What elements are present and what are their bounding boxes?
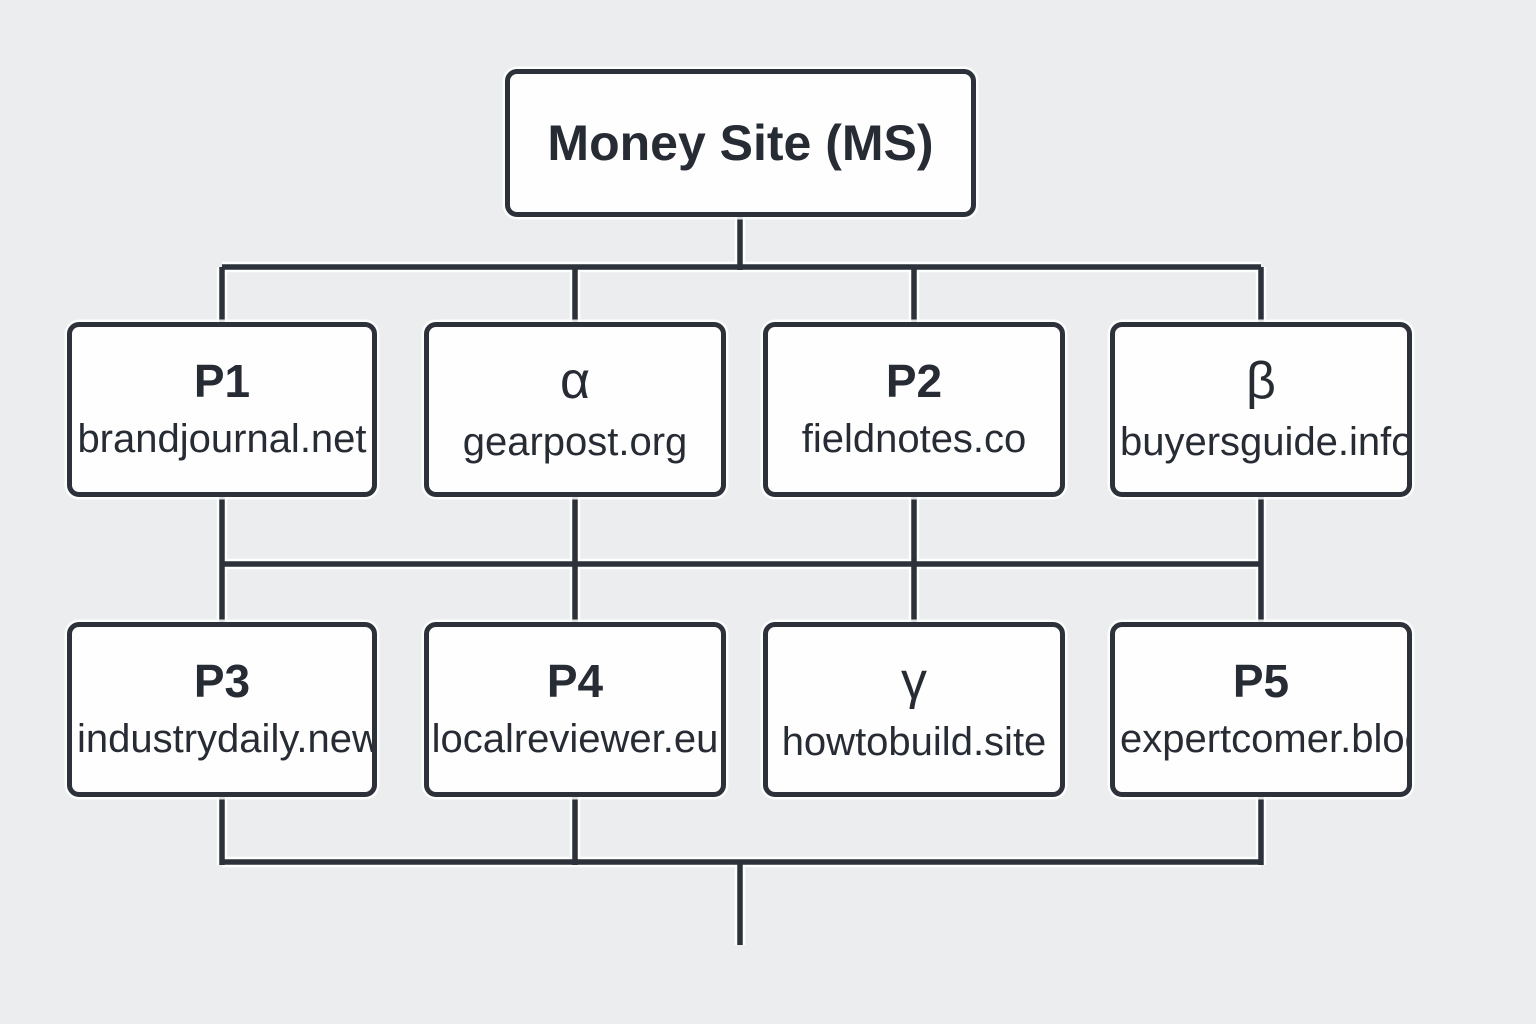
node-beta: β buyersguide.info (1110, 322, 1412, 497)
connector-stroke (219, 214, 1264, 945)
connector-halo (216, 214, 1267, 945)
node-p1: P1 brandjournal.net (67, 322, 377, 497)
node-p4: P4 localreviewer.eu (424, 622, 726, 797)
node-p2-label: P2 (885, 354, 943, 407)
node-p4-label: P4 (546, 654, 604, 707)
node-p1-domain: brandjournal.net (77, 416, 367, 461)
node-gamma: γ howtobuild.site (763, 622, 1065, 797)
node-p3-label: P3 (193, 654, 251, 707)
node-p2: P2 fieldnotes.co (763, 322, 1065, 497)
node-beta-domain: buyersguide.info (1120, 419, 1412, 464)
node-alpha-label: α (559, 351, 591, 410)
node-gamma-label: γ (901, 651, 927, 710)
node-alpha-domain: gearpost.org (462, 419, 688, 464)
node-p4-domain: localreviewer.eu (431, 716, 719, 761)
node-p2-domain: fieldnotes.co (801, 416, 1027, 461)
node-beta-label: β (1246, 351, 1276, 410)
node-money-site: Money Site (MS) (505, 69, 976, 217)
node-p5-label: P5 (1232, 654, 1290, 707)
node-gamma-domain: howtobuild.site (781, 719, 1047, 764)
node-alpha: α gearpost.org (424, 322, 726, 497)
node-p3: P3 industrydaily.news (67, 622, 377, 797)
node-p5: P5 expertcomer.blog (1110, 622, 1412, 797)
node-p3-domain: industrydaily.news (77, 716, 377, 761)
node-p1-label: P1 (193, 354, 251, 407)
node-p5-domain: expertcomer.blog (1120, 716, 1412, 761)
money-site-label: Money Site (MS) (547, 115, 934, 171)
